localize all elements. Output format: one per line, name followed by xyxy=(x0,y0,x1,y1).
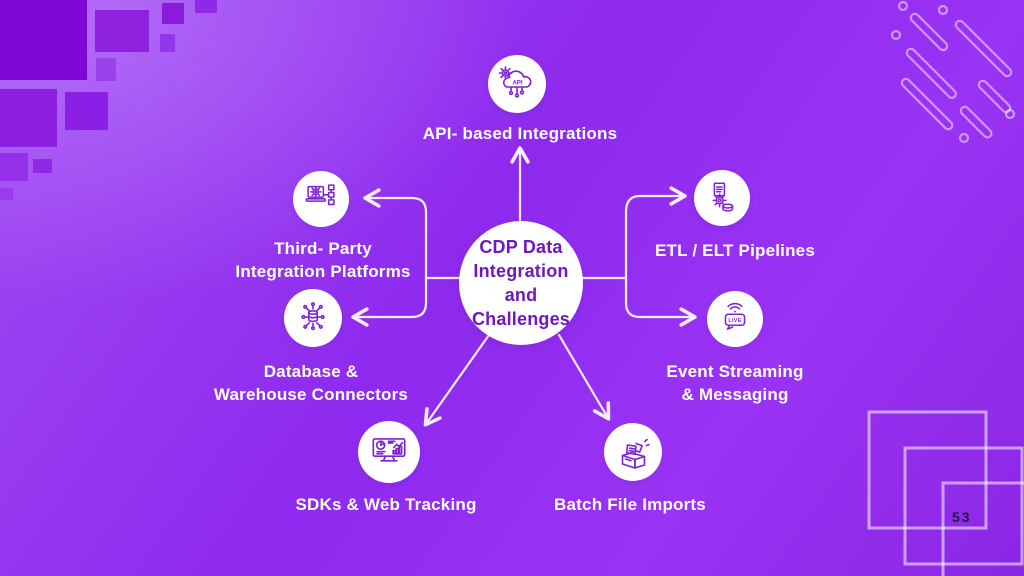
file-box-icon xyxy=(621,438,650,469)
label-line: Third- Party xyxy=(274,239,372,258)
node-sdks-web-tracking xyxy=(358,421,420,483)
api-cloud-icon: API xyxy=(498,66,532,98)
pixel-square xyxy=(33,159,52,173)
pixel-square xyxy=(0,188,13,200)
analytics-monitor-icon xyxy=(372,438,406,462)
label-api-based-integrations: API- based Integrations xyxy=(423,122,617,145)
node-api-based-integrations: API xyxy=(488,55,546,113)
label-line: Warehouse Connectors xyxy=(213,385,409,404)
outline-squares-decoration xyxy=(867,410,1024,576)
live-broadcast-icon: LIVE xyxy=(724,302,746,330)
center-node-line: CDP Data xyxy=(479,237,563,257)
label-line: SDKs & Web Tracking xyxy=(295,495,477,514)
label-database-warehouse-connectors: Database & Warehouse Connectors xyxy=(214,360,408,406)
laptop-gear-flow-icon xyxy=(305,184,335,206)
pixel-square xyxy=(162,3,184,24)
pixel-square xyxy=(195,0,217,13)
label-sdks-web-tracking: SDKs & Web Tracking xyxy=(295,493,476,516)
label-third-party-integration-platforms: Third- Party Integration Platforms xyxy=(235,237,410,283)
label-line: Database & xyxy=(263,362,359,381)
label-line: Batch File Imports xyxy=(554,495,706,514)
pixel-square xyxy=(65,92,108,130)
node-database-warehouse-connectors xyxy=(284,289,342,347)
pixel-square xyxy=(96,58,116,81)
label-line: ETL / ELT Pipelines xyxy=(655,241,815,260)
label-batch-file-imports: Batch File Imports xyxy=(554,493,706,516)
pixel-square xyxy=(0,89,57,147)
label-line: & Messaging xyxy=(681,385,789,404)
svg-text:LIVE: LIVE xyxy=(728,318,741,324)
node-event-streaming-messaging: LIVE xyxy=(707,291,763,347)
label-event-streaming-messaging: Event Streaming & Messaging xyxy=(666,360,803,406)
label-etl-elt-pipelines: ETL / ELT Pipelines xyxy=(655,239,815,262)
center-node-line: and xyxy=(504,285,538,305)
center-node-line: Integration xyxy=(473,261,569,281)
label-line: Integration Platforms xyxy=(235,262,411,281)
label-line: Event Streaming xyxy=(666,362,804,381)
diagonal-lines-decoration xyxy=(890,0,1016,144)
pixel-square xyxy=(160,34,175,52)
pixel-square xyxy=(0,0,87,80)
node-third-party-integration-platforms xyxy=(293,171,349,227)
pixel-square xyxy=(0,153,28,181)
pixel-square xyxy=(95,10,149,52)
svg-text:API: API xyxy=(512,80,523,87)
label-line: API- based Integrations xyxy=(422,124,618,143)
page-number: 53 xyxy=(952,509,972,525)
node-etl-elt-pipelines xyxy=(694,170,750,226)
center-node: CDP Data Integration and Challenges xyxy=(459,221,583,345)
center-node-line: Challenges xyxy=(471,309,571,329)
document-gear-data-icon xyxy=(712,182,734,212)
node-batch-file-imports xyxy=(604,423,662,481)
database-hub-icon xyxy=(301,302,325,331)
